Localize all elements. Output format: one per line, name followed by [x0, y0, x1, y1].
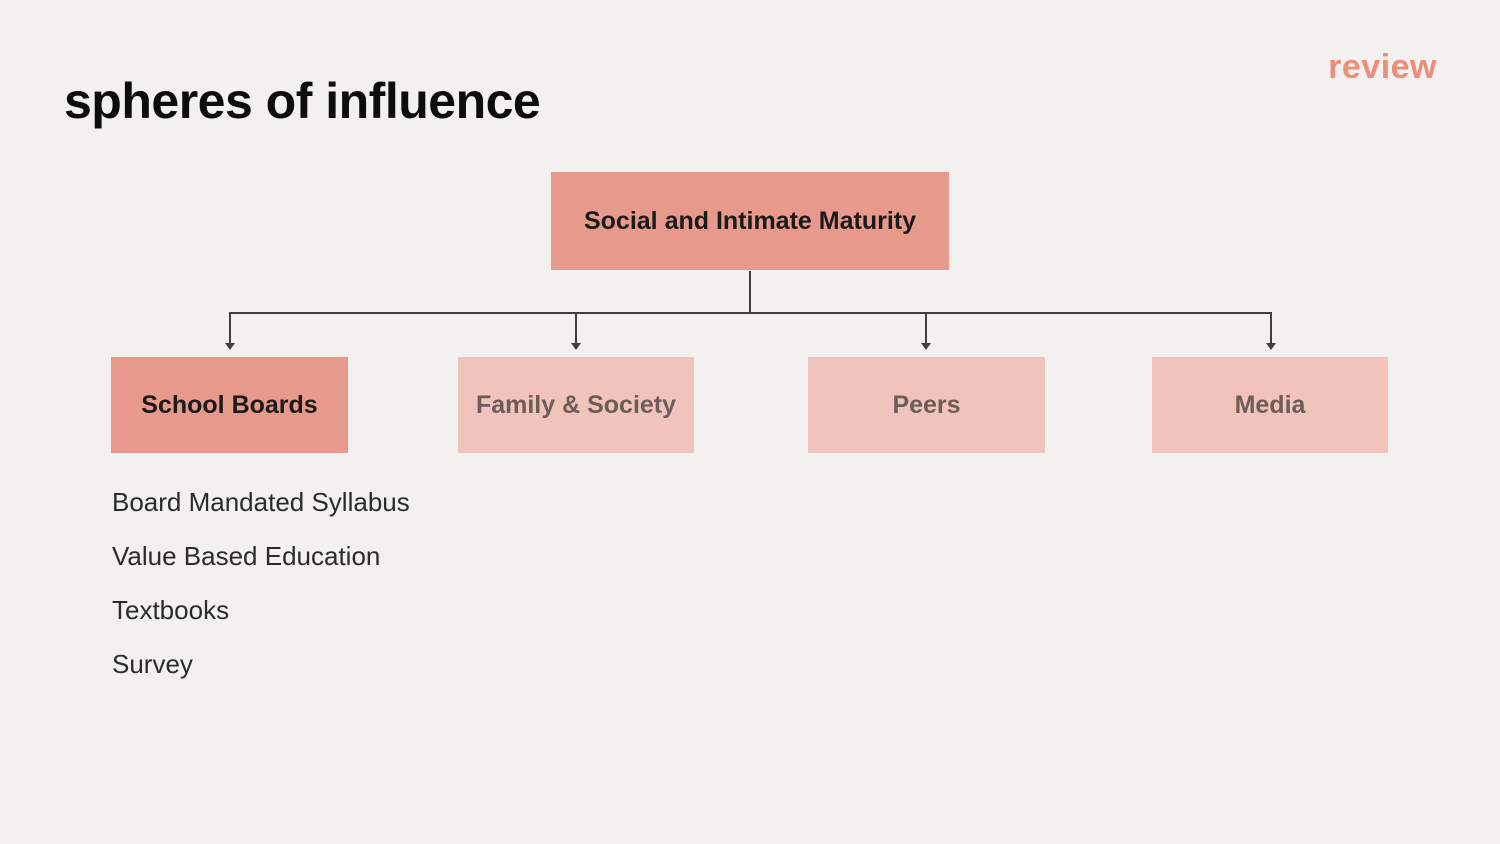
arrow-down-icon — [921, 343, 931, 350]
diagram-node-root-label: Social and Intimate Maturity — [583, 206, 916, 235]
school-boards-notes-list: Board Mandated Syllabus Value Based Educ… — [112, 486, 432, 702]
connector-drop-school-boards — [229, 314, 231, 343]
connector-root-stem — [749, 271, 751, 313]
diagram-node-media[interactable]: Media — [1152, 357, 1388, 453]
diagram-node-school-boards[interactable]: School Boards — [111, 357, 348, 453]
diagram-node-peers-label: Peers — [892, 390, 961, 419]
list-item: Board Mandated Syllabus — [112, 487, 410, 517]
diagram-node-family-society[interactable]: Family & Society — [458, 357, 694, 453]
diagram-node-school-boards-label: School Boards — [141, 390, 318, 419]
diagram-node-media-label: Media — [1234, 390, 1306, 419]
arrow-down-icon — [1266, 343, 1276, 350]
diagram-node-root[interactable]: Social and Intimate Maturity — [551, 172, 949, 270]
arrow-down-icon — [571, 343, 581, 350]
diagram-node-family-society-label: Family & Society — [475, 390, 677, 419]
list-item: Value Based Education — [112, 541, 381, 571]
connector-drop-peers — [925, 314, 927, 343]
connector-drop-family-society — [575, 314, 577, 343]
connector-horizontal-rail — [229, 312, 1272, 314]
list-item: Survey — [112, 649, 193, 679]
page-title: spheres of influence — [64, 73, 541, 129]
arrow-down-icon — [225, 343, 235, 350]
connector-drop-media — [1270, 314, 1272, 343]
review-badge: review — [1328, 48, 1437, 86]
diagram-node-peers[interactable]: Peers — [808, 357, 1045, 453]
list-item: Textbooks — [112, 595, 230, 625]
